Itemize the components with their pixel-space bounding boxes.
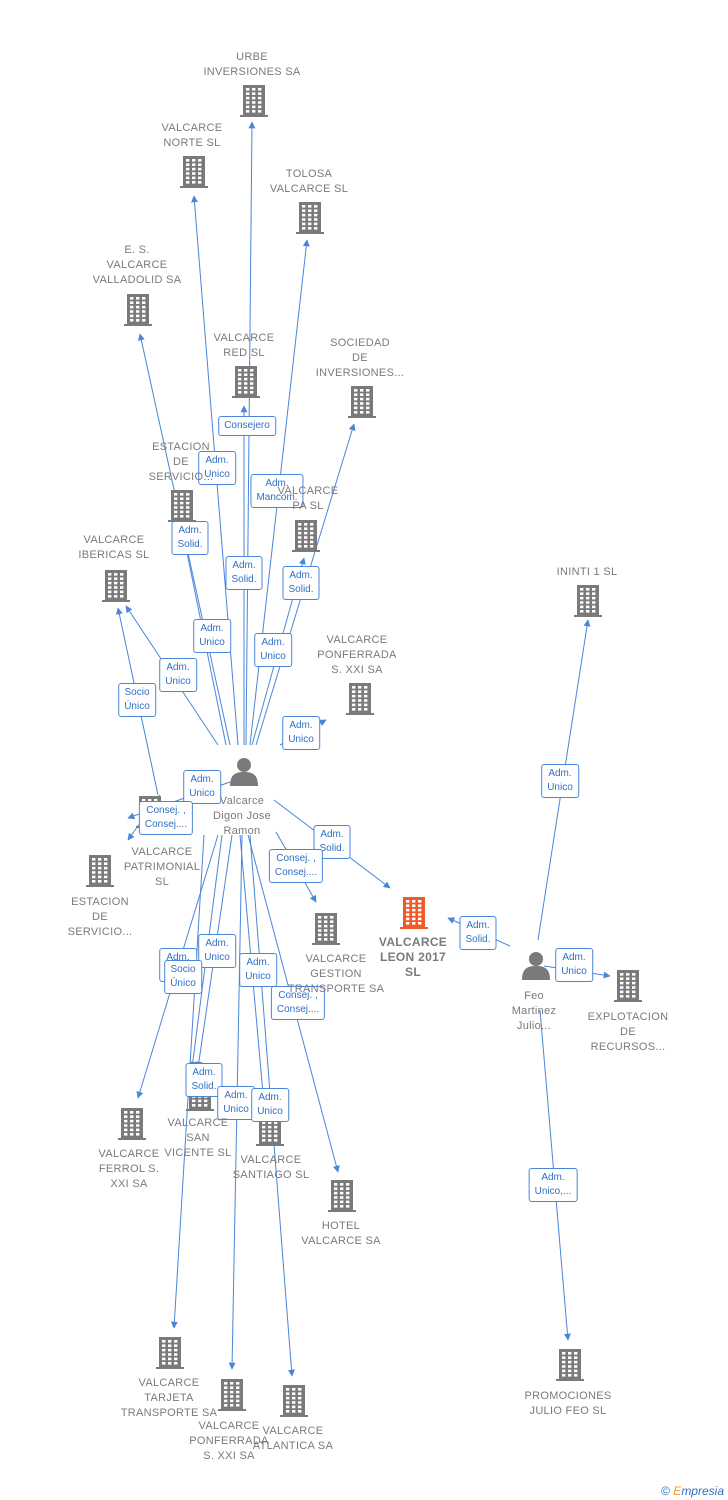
node-label-estacion2[interactable]: ESTACION DE SERVICIO... [67, 896, 133, 938]
node-label-ferrol[interactable]: VALCARCE FERROL S. XXI SA [98, 1148, 160, 1190]
building-icon-explotacion[interactable] [614, 970, 642, 1002]
node-label-ibericas[interactable]: VALCARCE IBERICAS SL [78, 534, 150, 561]
edge-label-hotel[interactable]: Consej. , Consej.... [270, 986, 326, 1020]
edge-label-sociedad_inv[interactable]: Adm. Solid. [282, 566, 320, 600]
node-label-valcarce_person[interactable]: Valcarce Digon Jose Ramon [212, 795, 272, 837]
edge-label-tolosa[interactable]: Adm. Mancom. [250, 474, 304, 508]
building-icon-promociones[interactable] [556, 1349, 584, 1381]
node-label-patrimonial[interactable]: VALCARCE PATRIMONIAL SL [123, 846, 201, 888]
brand-footer: © Empresia [661, 1484, 724, 1498]
building-icon-urbe[interactable] [240, 85, 268, 117]
building-icon-tolosa[interactable] [296, 202, 324, 234]
building-icon-estacion1[interactable] [168, 490, 196, 522]
building-icon-ponf_xxi2[interactable] [218, 1379, 246, 1411]
node-label-valcarce_pa[interactable]: VALCARCE PA SL [277, 485, 339, 512]
node-label-sanvicente[interactable]: VALCARCE SAN VICENTE SL [164, 1117, 232, 1159]
building-icon-es_valladolid[interactable] [124, 294, 152, 326]
building-icon-estacion2[interactable] [86, 855, 114, 887]
node-label-ininti[interactable]: ININTI 1 SL [556, 566, 618, 578]
building-icon-ponf_xxi[interactable] [346, 683, 374, 715]
edge-label-norte[interactable]: Adm. Unico [198, 451, 236, 485]
edge-label-tarjeta[interactable]: Adm. Solid. [185, 1063, 223, 1097]
edge-label-ponf_xxi2[interactable]: Adm. Unico [217, 1086, 255, 1120]
brand-initial: E [673, 1484, 682, 1498]
building-icon-gestion[interactable] [312, 913, 340, 945]
edge-label-ininti[interactable]: Adm. Unico [541, 764, 579, 798]
building-icon-leon2017[interactable] [400, 897, 428, 929]
edge-label-gestion[interactable]: Consej. , Consej.... [268, 849, 324, 883]
edge-label-red[interactable]: Adm. Solid. [225, 556, 263, 590]
edge-label-promociones[interactable]: Adm. Unico,... [528, 1168, 578, 1202]
node-label-leon2017[interactable]: VALCARCE LEON 2017 SL [378, 935, 448, 979]
node-label-tolosa[interactable]: TOLOSA VALCARCE SL [269, 168, 349, 195]
edge-label-urbe[interactable]: Consejero [218, 416, 276, 436]
node-label-feo_person[interactable]: Feo Martinez Julio... [511, 990, 557, 1032]
building-icon-atlantica[interactable] [280, 1385, 308, 1417]
node-label-explotacion[interactable]: EXPLOTACION DE RECURSOS... [587, 1011, 669, 1053]
node-label-santiago[interactable]: VALCARCE SANTIAGO SL [232, 1154, 310, 1181]
building-icon-tarjeta[interactable] [156, 1337, 184, 1369]
edge-label-leon2017[interactable]: Adm. Solid. [313, 825, 351, 859]
person-icon-valcarce_person[interactable] [230, 758, 258, 786]
node-label-es_valladolid[interactable]: E. S. VALCARCE VALLADOLID SA [92, 244, 182, 286]
edge-label-santiago[interactable]: Adm. Unico [239, 953, 277, 987]
edge-label-ibericas[interactable]: Socio Único [118, 683, 156, 717]
edge-label-patrimonial[interactable]: Consej. , Consej.... [138, 801, 194, 835]
building-icon-ininti[interactable] [574, 585, 602, 617]
node-label-sociedad_inv[interactable]: SOCIEDAD DE INVERSIONES... [315, 337, 405, 379]
building-icon-ferrol[interactable] [118, 1108, 146, 1140]
node-label-hotel[interactable]: HOTEL VALCARCE SA [301, 1220, 381, 1247]
edge-label-ibericas[interactable]: Adm. Unico [159, 658, 197, 692]
building-icon-valcarce_pa[interactable] [292, 520, 320, 552]
node-label-ponf_xxi2[interactable]: VALCARCE PONFERRADA S. XXI SA [189, 1420, 269, 1462]
building-icon-red[interactable] [232, 366, 260, 398]
building-icon-hotel[interactable] [328, 1180, 356, 1212]
node-label-atlantica[interactable]: VALCARCE ATLANTICA SA [252, 1425, 334, 1452]
edge-label-es_valladolid[interactable]: Adm. Solid. [171, 521, 209, 555]
edge-label-valcarce_pa[interactable]: Adm. Unico [254, 633, 292, 667]
node-label-estacion1[interactable]: ESTACION DE SERVICIO... [148, 441, 214, 483]
node-label-ponf_xxi[interactable]: VALCARCE PONFERRADA S. XXI SA [317, 634, 397, 676]
brand-name: mpresia [681, 1484, 724, 1498]
edge-label-patrimonial[interactable]: Adm. Unico [183, 770, 221, 804]
edge-label-ponf_xxi[interactable]: Adm. Unico [282, 716, 320, 750]
edge-label-leon2017[interactable]: Adm. Solid. [459, 916, 497, 950]
edge-label-atlantica[interactable]: Adm. Unico [251, 1088, 289, 1122]
building-icon-norte[interactable] [180, 156, 208, 188]
edge-label-estacion1[interactable]: Adm. Unico [193, 619, 231, 653]
copyright-symbol: © [661, 1484, 670, 1498]
node-label-norte[interactable]: VALCARCE NORTE SL [161, 122, 223, 149]
node-label-urbe[interactable]: URBE INVERSIONES SA [203, 51, 301, 78]
node-label-red[interactable]: VALCARCE RED SL [213, 332, 275, 359]
node-label-promociones[interactable]: PROMOCIONES JULIO FEO SL [524, 1390, 612, 1417]
node-label-tarjeta[interactable]: VALCARCE TARJETA TRANSPORTE SA [120, 1377, 218, 1419]
edge-label-sanvicente[interactable]: Socio Único [164, 960, 202, 994]
building-icon-ibericas[interactable] [102, 570, 130, 602]
node-label-gestion[interactable]: VALCARCE GESTION TRANSPORTE SA [287, 953, 385, 995]
edge-label-sanvicente[interactable]: Adm. Unico [198, 934, 236, 968]
person-icon-feo_person[interactable] [522, 952, 550, 980]
edge-label-explotacion[interactable]: Adm. Unico [555, 948, 593, 982]
building-icon-sociedad_inv[interactable] [348, 386, 376, 418]
